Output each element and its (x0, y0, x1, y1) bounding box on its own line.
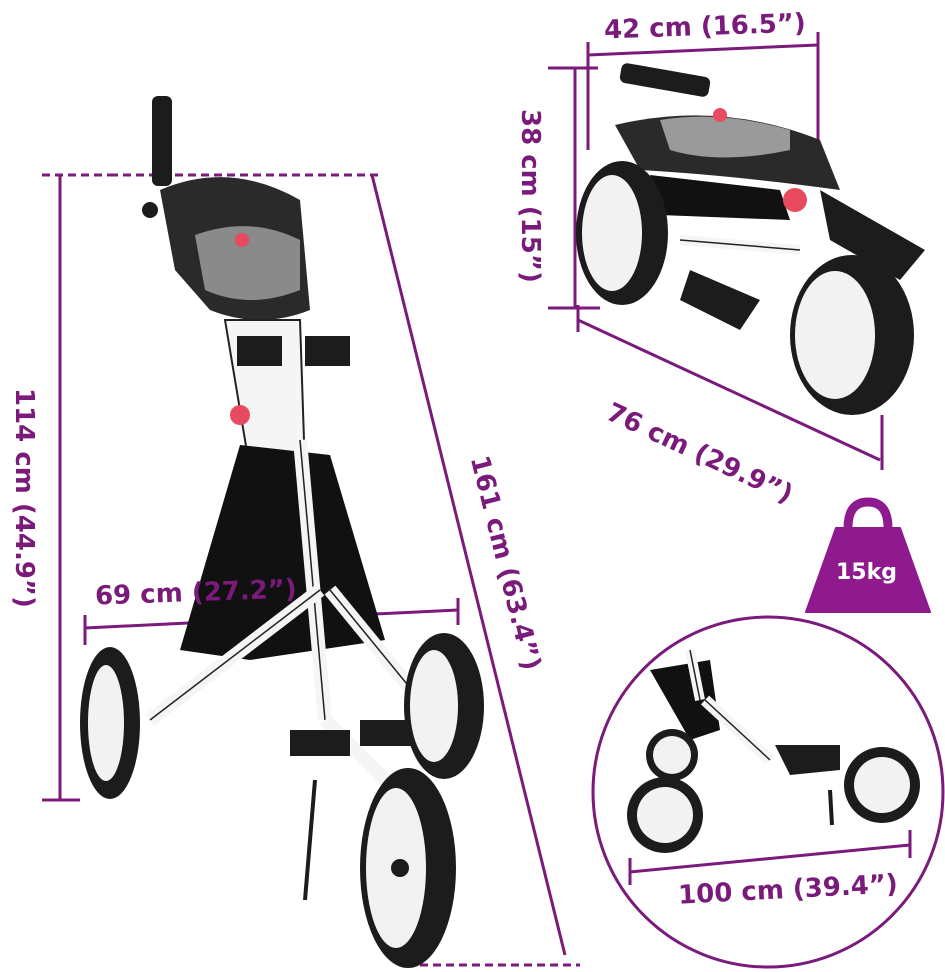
folded-width-line (586, 32, 820, 150)
height-label: 114 cm (44.9”) (9, 388, 39, 608)
folded-left-wheel (576, 161, 668, 305)
folded-height-line (548, 66, 600, 310)
right-wheel (404, 633, 484, 779)
height-dimension-line (42, 173, 110, 802)
detail-circle (591, 615, 945, 969)
weight-icon (805, 497, 931, 613)
detail-right-wheel (844, 747, 920, 823)
folded-width-label: 42 cm (16.5”) (603, 8, 807, 46)
detail-left-wheel (627, 777, 703, 853)
folded-height-label: 38 cm (15”) (515, 109, 545, 283)
folded-right-wheel (790, 255, 914, 415)
width-label: 69 cm (27.2”) (94, 574, 298, 612)
left-wheel (80, 647, 140, 799)
weight-label: 15kg (836, 560, 897, 585)
golf-trolley-main (80, 96, 484, 968)
golf-trolley-folded (576, 63, 925, 415)
front-wheel (360, 768, 456, 968)
diagonal-dimension-line (370, 174, 580, 967)
unfolded-length-line (628, 830, 912, 885)
folded-length-line (576, 305, 884, 470)
detail-back-wheel (646, 729, 698, 781)
